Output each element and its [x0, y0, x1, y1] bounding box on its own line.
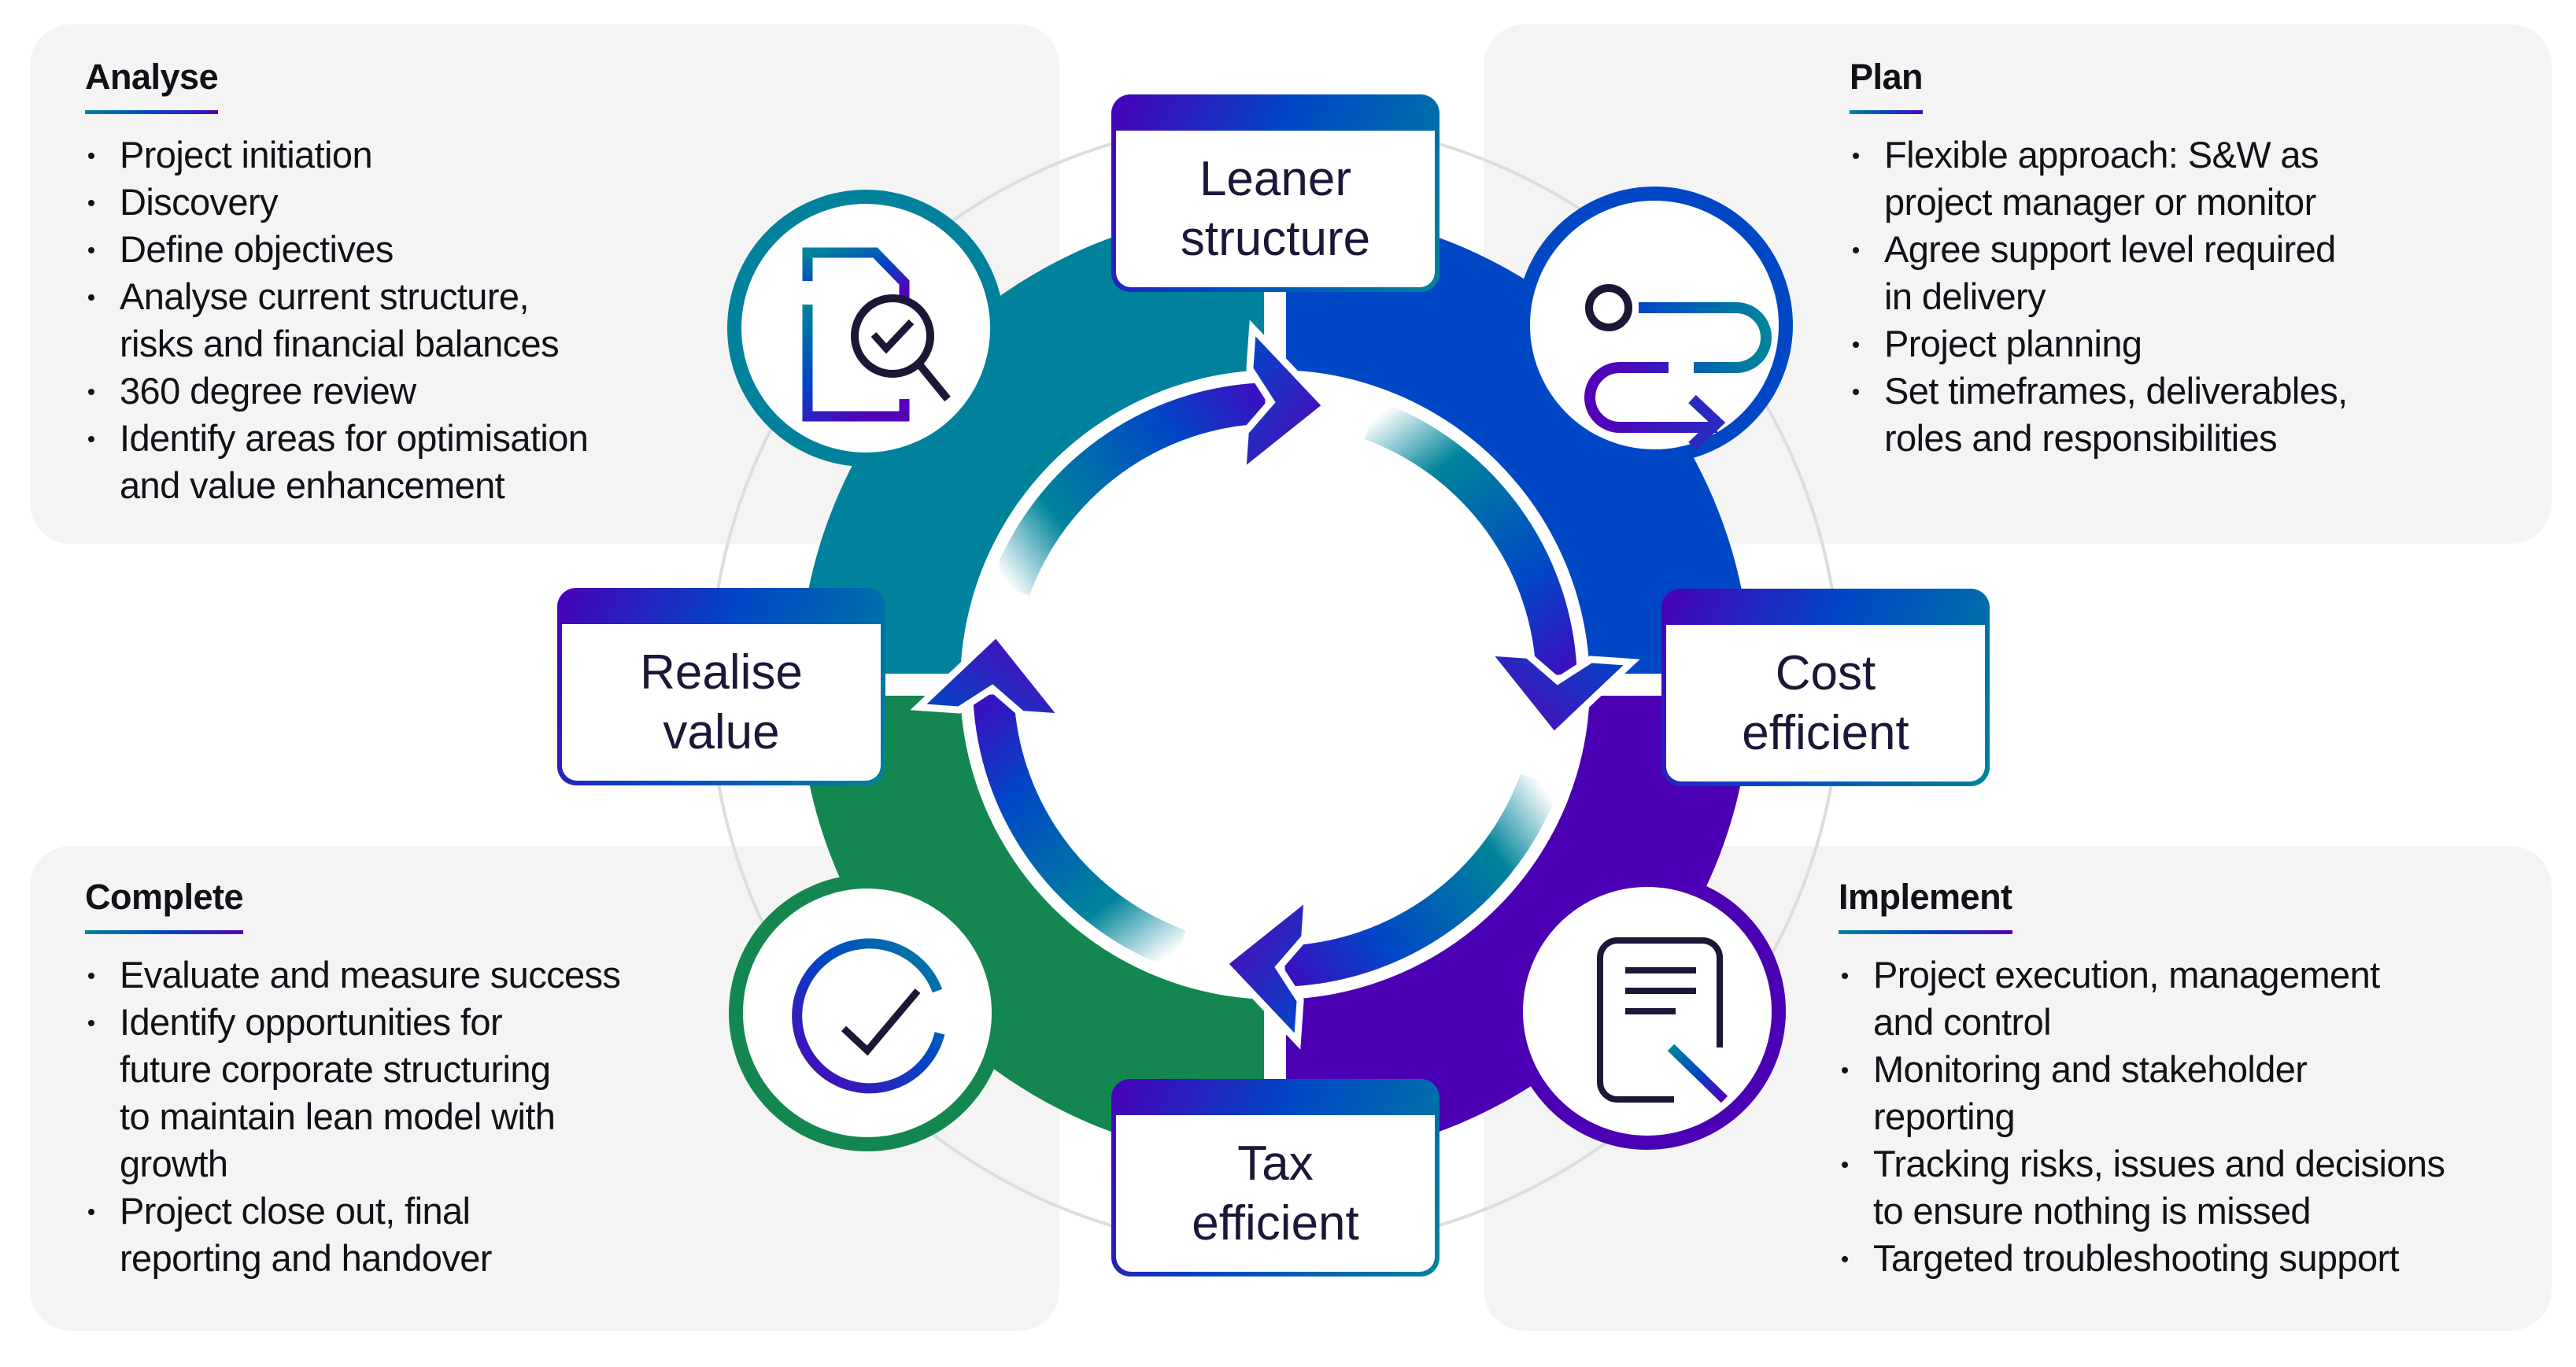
- implement-list: Project execution, management and contro…: [1839, 951, 2445, 1282]
- list-item: 360 degree review: [85, 368, 588, 415]
- analyse-heading: Analyse: [85, 57, 219, 97]
- label-box-tax-efficient: Tax efficient: [1111, 1079, 1440, 1276]
- list-item: Evaluate and measure success: [85, 951, 621, 999]
- complete-heading: Complete: [85, 877, 244, 917]
- list-item: Project planning: [1850, 320, 2348, 368]
- cycle-arrows: [910, 320, 1640, 1050]
- arrow-top: [986, 320, 1332, 597]
- plan-section: Plan Flexible approach: S&W as project m…: [1850, 55, 2348, 462]
- arrow-left-head: [910, 628, 1071, 722]
- implement-heading: Implement: [1839, 877, 2012, 917]
- label-box-cost-efficient: Cost efficient: [1661, 589, 1990, 786]
- arrow-bottom: [1218, 772, 1564, 1050]
- list-item: Define objectives: [85, 226, 588, 273]
- list-item: Tracking risks, issues and decisions to …: [1839, 1140, 2445, 1235]
- arrow-left: [910, 628, 1188, 974]
- list-item: Flexible approach: S&W as project manage…: [1850, 131, 2348, 226]
- arrow-top-head: [1238, 320, 1332, 481]
- list-item: Targeted troubleshooting support: [1839, 1235, 2445, 1282]
- document-search-check-icon: [802, 247, 951, 422]
- list-item: Identify areas for optimisation and valu…: [85, 415, 589, 509]
- arrow-left-body: [973, 693, 1186, 969]
- ring-center: [960, 370, 1590, 999]
- arrow-bottom-body: [1284, 774, 1559, 987]
- arrow-right-head: [1479, 648, 1640, 741]
- plan-icon-circle: [1516, 187, 1793, 464]
- analyse-icon-circle: [727, 190, 1004, 467]
- label-tax-efficient: Tax efficient: [1192, 1136, 1359, 1251]
- arrow-bottom-head: [1218, 889, 1312, 1050]
- list-item: Agree support level required in delivery: [1850, 226, 2348, 320]
- arrow-right: [1362, 396, 1640, 741]
- plan-heading-underline: [1850, 110, 1924, 114]
- complete-heading-underline: [85, 930, 244, 934]
- analyse-heading-underline: [85, 110, 219, 114]
- label-realise-value: Realise value: [640, 645, 803, 759]
- plan-heading: Plan: [1850, 57, 1924, 97]
- label-cost-efficient: Cost efficient: [1742, 645, 1909, 760]
- list-item: Project initiation: [85, 131, 588, 179]
- label-leaner-structure: Leaner structure: [1180, 151, 1371, 266]
- list-item: Identify opportunities for future corpor…: [85, 999, 620, 1188]
- list-item: Monitoring and stakeholder reporting: [1839, 1046, 2445, 1140]
- route-path-icon: [1584, 284, 1772, 449]
- list-item: Discovery: [85, 179, 588, 226]
- list-item: Set timeframes, deliverables, roles and …: [1850, 368, 2348, 462]
- complete-icon-circle: [729, 874, 1006, 1151]
- implement-section: Implement Project execution, management …: [1839, 875, 2445, 1282]
- arrow-top-body: [991, 382, 1266, 596]
- list-item: Project close out, final reporting and h…: [85, 1188, 620, 1282]
- list-item: Analyse current structure, risks and fin…: [85, 273, 588, 368]
- label-box-leaner-structure: Leaner structure: [1111, 94, 1440, 292]
- list-item: Project execution, management and contro…: [1839, 951, 2445, 1046]
- circle-check-icon: [792, 938, 945, 1094]
- implement-icon-circle: [1509, 873, 1786, 1150]
- label-box-realise-value: Realise value: [557, 588, 885, 785]
- implement-heading-underline: [1839, 930, 2012, 934]
- document-edit-icon: [1597, 937, 1728, 1103]
- arrow-right-body: [1364, 401, 1577, 676]
- plan-list: Flexible approach: S&W as project manage…: [1850, 131, 2348, 462]
